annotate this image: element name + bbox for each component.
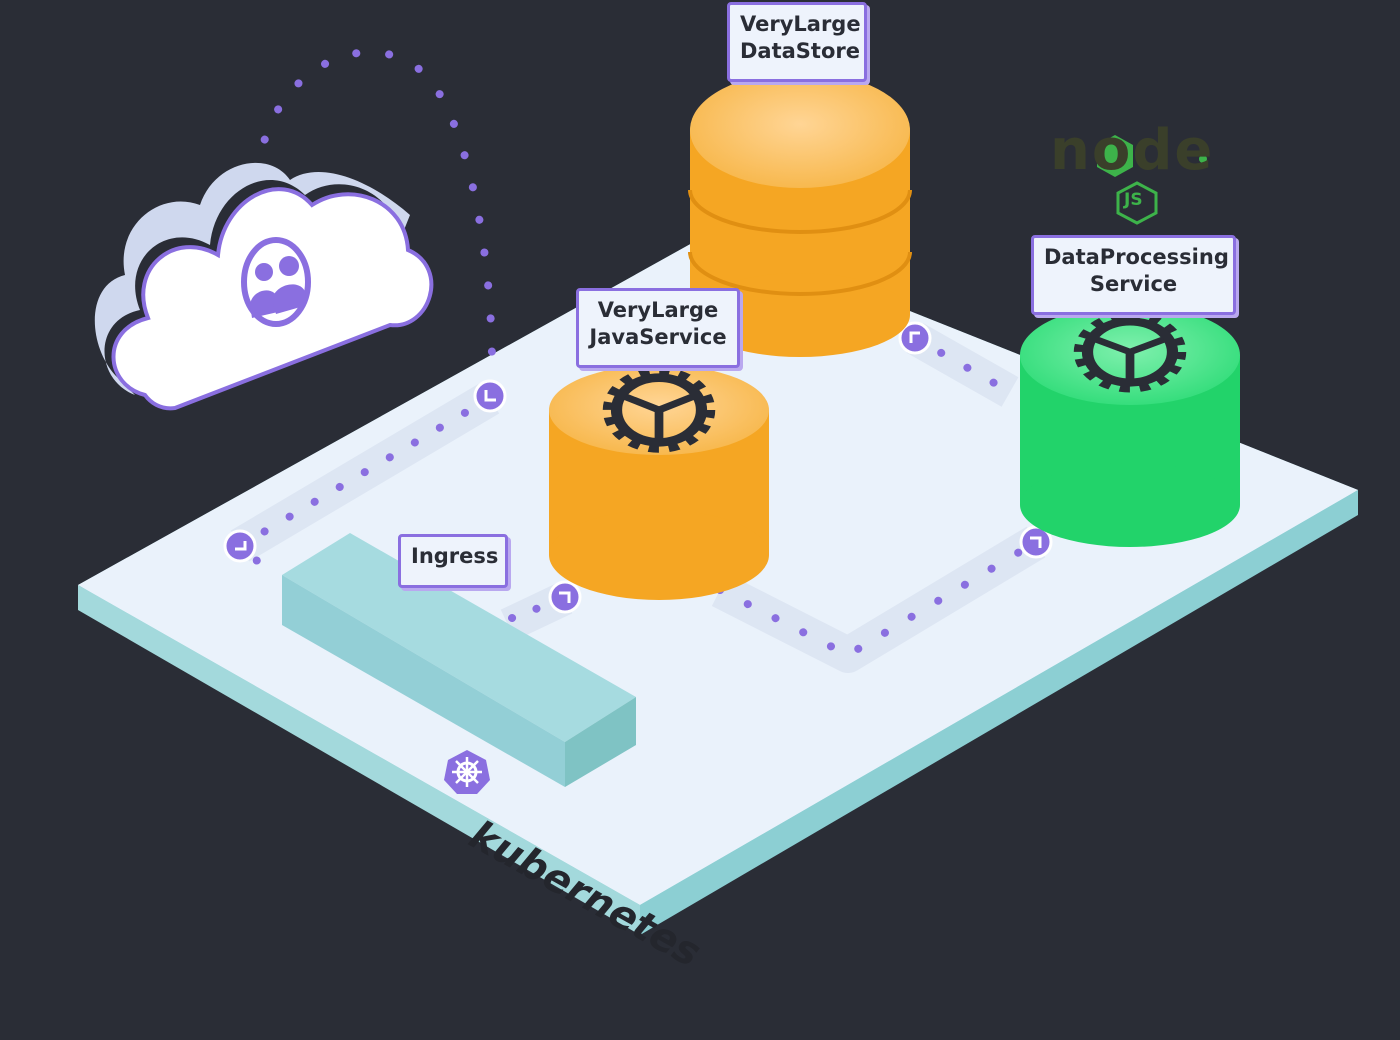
dataprocessing-label: DataProcessing Service [1031, 235, 1236, 315]
arrow-node-icon [898, 321, 932, 355]
datastore-label-line2: DataStore [740, 39, 861, 63]
datastore-label: VeryLarge DataStore [727, 2, 867, 82]
javaservice-label-line1: VeryLarge [597, 298, 719, 322]
arrow-nodes [223, 321, 1053, 614]
dataprocessing-label-line2: Service [1089, 272, 1178, 296]
java-service-cylinder [549, 365, 769, 600]
dataprocessing-service-cylinder [1020, 305, 1240, 547]
datastore-cylinder [688, 72, 912, 357]
nodejs-logo [1097, 135, 1207, 225]
connection-paths [230, 48, 1046, 673]
ingress-box [282, 533, 636, 787]
nodejs-wordmark: node [1050, 118, 1215, 183]
arrow-node-icon [1019, 525, 1053, 559]
dataprocessing-label-line1: DataProcessing [1044, 245, 1229, 269]
javaservice-label-line2: JavaService [589, 325, 727, 349]
javaservice-label: VeryLarge JavaService [576, 288, 740, 368]
datastore-label-line1: VeryLarge [740, 12, 861, 36]
ingress-label: Ingress [398, 534, 508, 588]
kubernetes-icon [444, 750, 490, 794]
arrow-node-icon [223, 529, 257, 563]
arrow-node-icon [473, 379, 507, 413]
nodejs-badge: JS [1124, 190, 1143, 210]
ingress-label-text: Ingress [411, 544, 499, 568]
arrow-node-icon [548, 580, 582, 614]
cloud-users-icon [94, 162, 434, 411]
